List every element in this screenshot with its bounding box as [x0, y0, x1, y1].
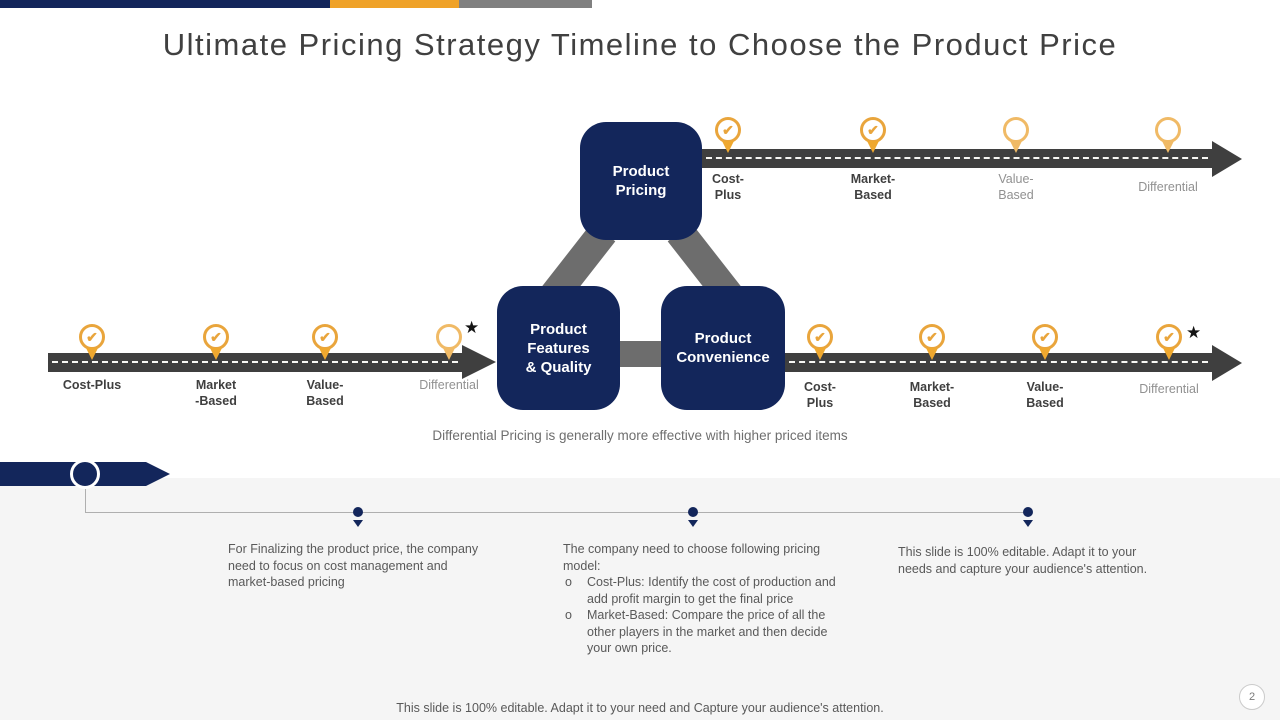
- location-pin-icon: ✔: [203, 324, 229, 350]
- pin-pointer-icon: [1162, 141, 1174, 153]
- check-icon: ✔: [814, 329, 826, 345]
- location-pin-icon: ✔: [1156, 324, 1182, 350]
- connector-horizontal: [616, 341, 666, 367]
- left-road-dash: [52, 361, 458, 363]
- milestone-dot-icon: [688, 507, 698, 517]
- right-road-dash: [789, 361, 1208, 363]
- connector-hline: [85, 512, 1028, 513]
- milestone-label: Differential: [1139, 382, 1199, 396]
- milestone-triangle-icon: [353, 520, 363, 527]
- features-line1: Product: [530, 320, 587, 338]
- check-icon: ✔: [319, 329, 331, 345]
- milestone-label: Cost-Plus: [62, 378, 122, 392]
- bullet-marker: o: [565, 575, 572, 589]
- milestone-label: Market- Based: [850, 172, 896, 202]
- location-pin-icon: ✔: [312, 324, 338, 350]
- location-pin-icon: ✔: [860, 117, 886, 143]
- pin-pointer-icon: [210, 348, 222, 360]
- check-icon: ✔: [86, 329, 98, 345]
- check-icon: ✔: [1039, 329, 1051, 345]
- convenience-line1: Product: [694, 330, 752, 347]
- pin-pointer-icon: [443, 348, 455, 360]
- location-pin-icon: [436, 324, 462, 350]
- milestone-dot-icon: [1023, 507, 1033, 517]
- note-finalizing-price: For Finalizing the product price, the co…: [228, 542, 479, 589]
- star-icon: ★: [464, 318, 480, 337]
- milestone-label: Market- Based: [909, 380, 955, 410]
- location-pin-icon: [1003, 117, 1029, 143]
- diagram-caption: Differential Pricing is generally more e…: [432, 428, 848, 443]
- star-icon: ★: [1186, 323, 1202, 342]
- product-pricing-line2: Pricing: [615, 182, 667, 199]
- page-title: Ultimate Pricing Strategy Timeline to Ch…: [162, 27, 1118, 62]
- location-pin-icon: [1155, 117, 1181, 143]
- product-convenience-box: Product Convenience: [661, 286, 785, 410]
- milestone-label: Cost- Plus: [804, 380, 836, 410]
- check-icon: ✔: [1163, 329, 1175, 345]
- accent-bar-gray: [459, 0, 592, 8]
- milestone-label: Differential: [1138, 180, 1198, 194]
- milestone-label: Differential: [419, 378, 479, 392]
- milestone-triangle-icon: [1023, 520, 1033, 527]
- check-icon: ✔: [926, 329, 938, 345]
- page-number-badge: 2: [1239, 684, 1265, 710]
- pin-pointer-icon: [1010, 141, 1022, 153]
- check-icon: ✔: [722, 122, 734, 138]
- product-pricing-box: Product Pricing: [580, 122, 702, 240]
- features-line3: & Quality: [525, 358, 592, 376]
- connector-vline: [85, 489, 86, 513]
- bottom-timeline-arrow-tip-icon: [146, 462, 170, 486]
- pin-pointer-icon: [722, 141, 734, 153]
- milestone-label: Value- Based: [306, 378, 344, 408]
- milestone-label: Value- Based: [1026, 380, 1064, 410]
- pin-pointer-icon: [86, 348, 98, 360]
- pin-pointer-icon: [926, 348, 938, 360]
- top-road-dash: [706, 157, 1208, 159]
- right-road-arrowhead-icon: [1212, 345, 1242, 381]
- milestone-label: Value- Based: [998, 172, 1034, 202]
- convenience-line2: Convenience: [676, 349, 770, 366]
- top-road-arrowhead-icon: [1212, 141, 1242, 177]
- location-pin-icon: ✔: [807, 324, 833, 350]
- location-pin-icon: ✔: [1032, 324, 1058, 350]
- bottom-timeline-circle-icon: [70, 459, 100, 489]
- location-pin-icon: ✔: [715, 117, 741, 143]
- location-pin-icon: ✔: [919, 324, 945, 350]
- features-line2: Features: [527, 339, 590, 357]
- milestone-label: Cost- Plus: [712, 172, 744, 202]
- left-road-arrowhead-icon: [462, 345, 496, 379]
- accent-bar-navy: [0, 0, 330, 8]
- pin-pointer-icon: [319, 348, 331, 360]
- milestone-dot-icon: [353, 507, 363, 517]
- bullet-item: o Market-Based: Compare the price of all…: [565, 608, 828, 655]
- check-icon: ✔: [210, 329, 222, 345]
- milestone-triangle-icon: [688, 520, 698, 527]
- bullet-marker: o: [565, 608, 572, 622]
- pin-pointer-icon: [1039, 348, 1051, 360]
- note-editable-slide: This slide is 100% editable. Adapt it to…: [898, 545, 1148, 576]
- bottom-band: [0, 478, 1280, 720]
- product-pricing-line1: Product: [612, 163, 670, 180]
- pin-pointer-icon: [814, 348, 826, 360]
- location-pin-icon: ✔: [79, 324, 105, 350]
- milestone-label: Market -Based: [195, 378, 237, 408]
- note-pricing-models: The company need to choose following pri…: [563, 541, 837, 657]
- footer-note: This slide is 100% editable. Adapt it to…: [396, 701, 884, 715]
- product-features-quality-box: Product Features & Quality: [497, 286, 620, 410]
- note-pricing-models-intro: The company need to choose following pri…: [563, 542, 821, 573]
- bullet-item: o Cost-Plus: Identify the cost of produc…: [565, 575, 836, 606]
- accent-bar-orange: [330, 0, 459, 8]
- pin-pointer-icon: [867, 141, 879, 153]
- check-icon: ✔: [867, 122, 879, 138]
- pin-pointer-icon: [1163, 348, 1175, 360]
